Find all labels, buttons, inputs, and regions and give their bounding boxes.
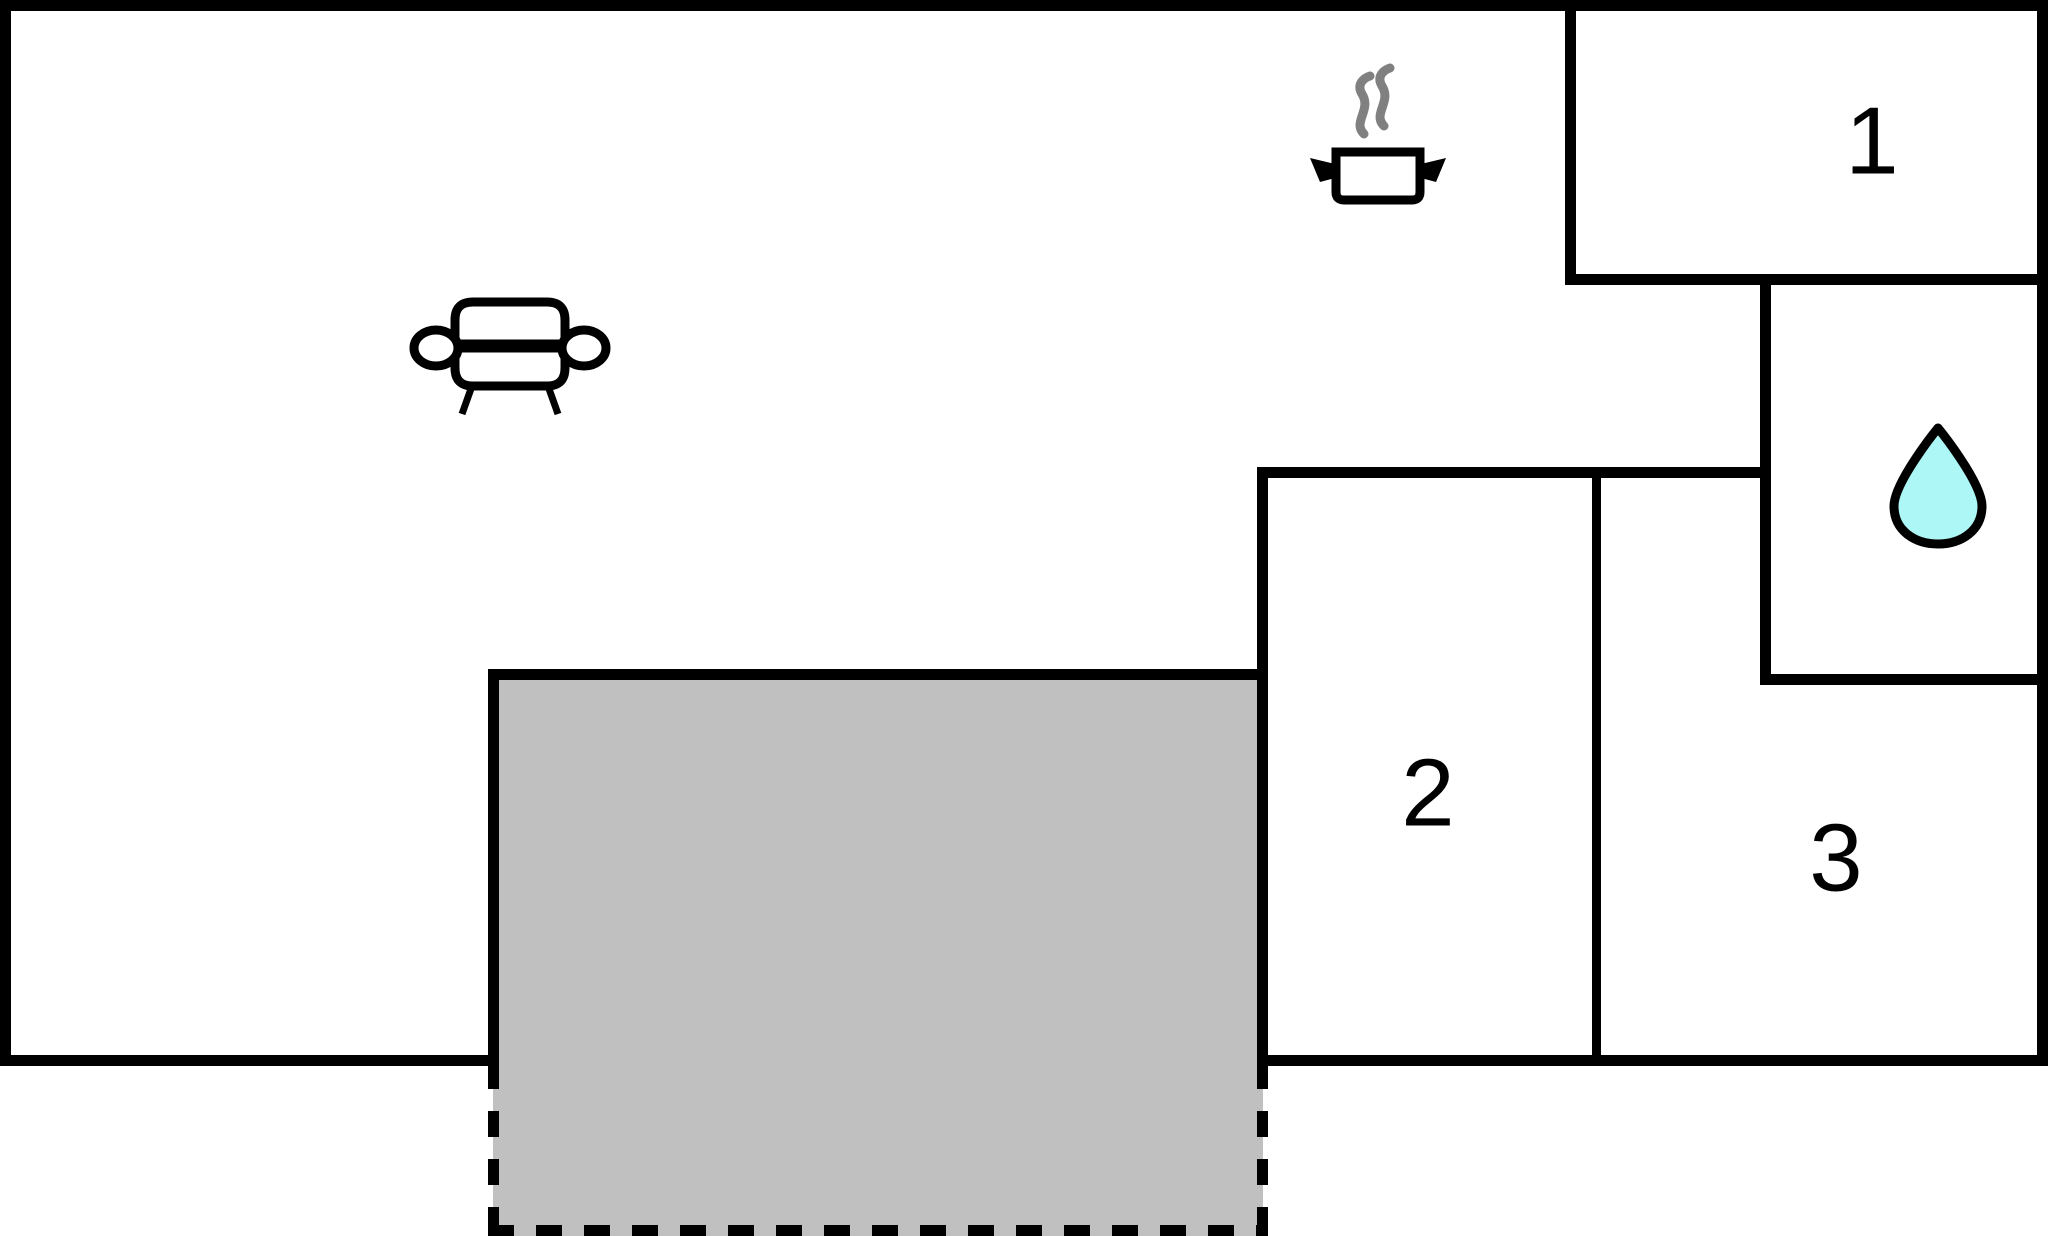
sofa-icon — [409, 297, 611, 416]
wall-room2-left — [1257, 467, 1268, 1066]
terrace-area — [488, 669, 1268, 1236]
building-outer-walls — [0, 0, 2048, 1066]
pot-steam-left — [1355, 71, 1375, 139]
terrace-left-wall-solid — [488, 669, 499, 1063]
pot-handle-right — [1421, 158, 1446, 182]
sofa-seat — [450, 343, 570, 391]
sofa-backrest — [450, 297, 570, 349]
wall-left-outer — [0, 0, 11, 1066]
wall-bottom-living-left — [0, 1055, 499, 1066]
pot-steam-right — [1375, 63, 1395, 131]
wall-living-room1-vertical — [1565, 0, 1576, 285]
wall-room1-bottom — [1565, 274, 2048, 285]
room-number-1: 1 — [1845, 87, 1898, 194]
sofa-leg-right — [544, 384, 562, 416]
room-number-2: 2 — [1401, 739, 1454, 846]
water-drop-icon — [1889, 423, 1987, 549]
pot-handle-left — [1310, 158, 1335, 182]
wall-right-outer — [2037, 0, 2048, 1066]
terrace-top-wall — [488, 669, 1268, 680]
cooking-pot-icon — [1310, 63, 1446, 205]
sofa-arm-right — [557, 325, 611, 371]
wall-bathroom-left — [1760, 274, 1771, 685]
wall-bathroom-bottom — [1760, 674, 2048, 685]
wall-room2-room3-divider — [1592, 472, 1601, 1060]
sofa-arm-left — [409, 325, 463, 371]
wall-top-outer — [0, 0, 2048, 11]
water-drop-shape — [1889, 423, 1987, 549]
interior-walls — [1257, 0, 2048, 1066]
terrace-fill — [493, 674, 1263, 1236]
wall-bottom-rooms — [1257, 1055, 2048, 1066]
wall-rooms-top — [1257, 467, 1771, 478]
room-number-3: 3 — [1809, 804, 1862, 911]
sofa-leg-left — [458, 384, 476, 416]
pot-body — [1331, 147, 1425, 205]
